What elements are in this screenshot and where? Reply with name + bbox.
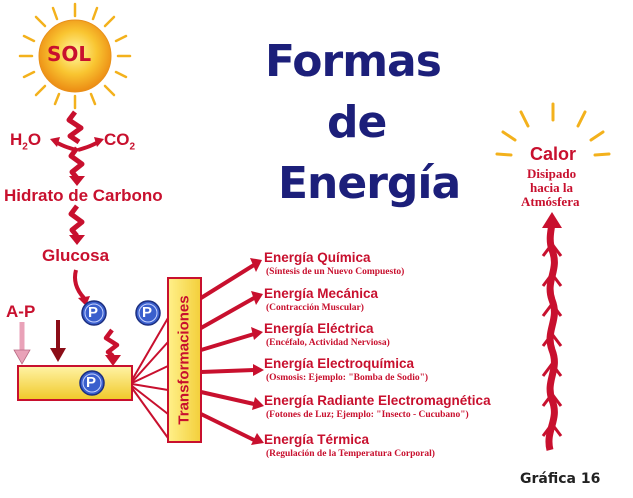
transformaciones-box	[167, 277, 202, 443]
dark-down-arrow	[50, 348, 66, 362]
p-label-2: P	[142, 304, 153, 321]
h2o-label: H2O	[10, 130, 42, 153]
hidrato-label: Hidrato de Carbono	[4, 186, 163, 205]
calor-rays	[495, 102, 611, 157]
p-label-3: P	[86, 374, 97, 391]
zigzag-arrow-glucosa	[68, 204, 85, 238]
co2-label: CO2	[104, 130, 136, 153]
zigzag-arrow-sun	[66, 110, 84, 145]
energy-desc: (Síntesis de un Nuevo Compuesto)	[266, 267, 405, 277]
branch-co2	[77, 140, 100, 152]
heat-column	[541, 212, 563, 451]
energy-arrows	[199, 258, 264, 445]
atp-bar	[17, 365, 133, 401]
energy-desc: (Encéfalo, Actividad Nerviosa)	[266, 338, 390, 348]
branch-h2o	[54, 140, 77, 152]
calor-label: Calor	[530, 144, 577, 164]
phosphate-circles	[81, 300, 161, 326]
energy-desc: (Osmosis: Ejemplo: "Bomba de Sodio")	[266, 373, 429, 383]
transformaciones-label: Transformaciones	[175, 295, 193, 425]
p-label-1: P	[88, 304, 99, 321]
disipado-line-2: hacia la	[530, 180, 573, 195]
energy-name: Energía Eléctrica	[264, 321, 374, 336]
sun-rays	[18, 2, 132, 110]
energy-desc: (Fotones de Luz; Ejemplo: "Insecto - Cuc…	[266, 410, 469, 420]
energy-name: Energía Electroquímica	[264, 356, 415, 371]
sun-disc	[38, 19, 112, 93]
title-line-2: de	[327, 97, 387, 148]
disipado-line-1: Disipado	[527, 166, 577, 181]
curve-arrow-glucosa-p	[73, 269, 86, 300]
title-line-3: Energía	[278, 158, 461, 209]
energy-name: Energía Mecánica	[264, 286, 379, 301]
fan-lines	[131, 317, 169, 439]
glucosa-label: Glucosa	[42, 246, 110, 265]
title-line-1: Formas	[265, 36, 442, 87]
energy-name: Energía Radiante Electromagnética	[264, 393, 491, 408]
energy-name: Energía Química	[264, 250, 371, 265]
sun-label: SOL	[47, 42, 92, 66]
grafica-label: Gráfica 16	[520, 471, 601, 487]
ap-label: A-P	[6, 302, 36, 321]
zigzag-arrow-hidrato	[68, 146, 85, 180]
disipado-line-3: Atmósfera	[521, 194, 580, 209]
energy-desc: (Contracción Muscular)	[266, 303, 364, 313]
zigzag-arrow-p-bar	[103, 328, 120, 358]
energy-desc: (Regulación de la Temperatura Corporal)	[266, 449, 435, 459]
ap-arrow	[13, 349, 31, 365]
energy-name: Energía Térmica	[264, 432, 370, 447]
